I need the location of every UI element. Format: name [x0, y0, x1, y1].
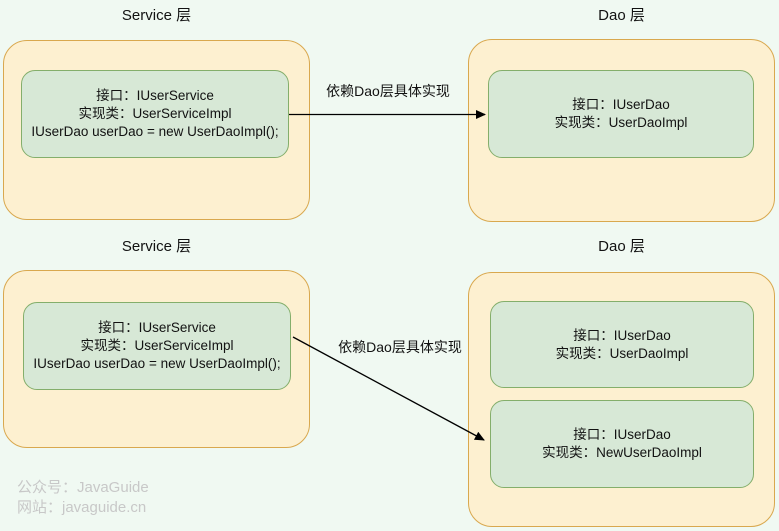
dao-layer-title-top: Dao 层: [598, 7, 645, 24]
interface-line: 接口：IUserDao: [572, 97, 670, 112]
interface-line: 接口：IUserDao: [573, 427, 671, 442]
dao-class-box-bottom-1: 接口：IUserDao 实现类：UserDaoImpl: [490, 301, 754, 388]
impl-class-line: 实现类：UserDaoImpl: [554, 115, 688, 130]
watermark-site: 网站：javaguide.cn: [17, 499, 147, 516]
watermark-account: 公众号：JavaGuide: [17, 479, 149, 496]
impl-class-line: 实现类：UserServiceImpl: [80, 338, 234, 353]
impl-class-line: 实现类：NewUserDaoImpl: [542, 445, 702, 460]
code-line: IUserDao userDao = new UserDaoImpl();: [33, 356, 281, 371]
service-class-box-top: 接口：IUserService 实现类：UserServiceImpl IUse…: [21, 70, 289, 158]
interface-line: 接口：IUserService: [98, 320, 216, 335]
interface-line: 接口：IUserService: [96, 88, 214, 103]
service-layer-title-bottom: Service 层: [121, 238, 192, 255]
service-layer-title-top: Service 层: [121, 7, 192, 24]
dao-class-box-bottom-2: 接口：IUserDao 实现类：NewUserDaoImpl: [490, 400, 754, 488]
interface-line: 接口：IUserDao: [573, 327, 671, 343]
service-class-box-bottom: 接口：IUserService 实现类：UserServiceImpl IUse…: [23, 302, 291, 390]
dao-class-box-top: 接口：IUserDao 实现类：UserDaoImpl: [488, 70, 754, 158]
impl-class-line: 实现类：UserDaoImpl: [555, 345, 689, 361]
dependency-arrow-label-bottom: 依赖Dao层具体实现: [338, 339, 462, 355]
dao-layer-title-bottom: Dao 层: [598, 238, 645, 255]
code-line: IUserDao userDao = new UserDaoImpl();: [31, 124, 279, 139]
impl-class-line: 实现类：UserServiceImpl: [78, 106, 232, 121]
watermark: 公众号：JavaGuide 网站：javaguide.cn: [17, 478, 149, 518]
dependency-arrow-label-top: 依赖Dao层具体实现: [326, 83, 450, 99]
